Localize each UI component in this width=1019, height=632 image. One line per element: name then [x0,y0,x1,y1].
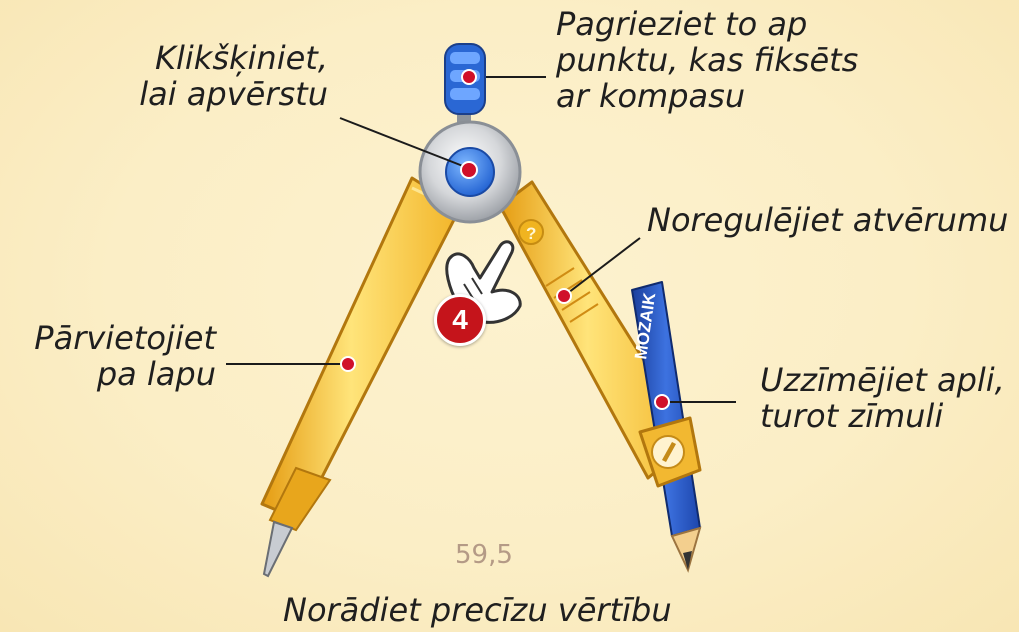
draw-hint-line-1: Uzzīmējiet apli, [760,362,1005,398]
move-hint: Pārvietojiet pa lapu [10,320,216,392]
precise-value-hint-text: Norādiet precīzu vērtību [283,592,672,628]
adjust-hint-text: Noregulējiet atvērumu [647,202,1008,238]
rotate-hint-line-3: ar kompasu [556,78,858,114]
flip-hint-line-2: lai apvērstu [120,76,328,112]
draw-hint-line-2: turot zīmuli [760,398,1005,434]
rotate-hint: Pagrieziet to ap punktu, kas fiksēts ar … [556,6,858,114]
step-badge: 4 [434,294,486,346]
flip-hint-line-1: Klikšķiniet, [120,40,328,76]
opening-value-readout[interactable]: 59,5 [455,540,513,570]
adjust-hint: Noregulējiet atvērumu [647,202,1008,238]
draw-hint: Uzzīmējiet apli, turot zīmuli [760,362,1005,434]
rotate-hint-line-2: punktu, kas fiksēts [556,42,858,78]
svg-text:?: ? [526,224,536,243]
move-hint-line-2: pa lapu [10,356,216,392]
question-mark-icon[interactable]: ? [519,220,543,244]
left-leg[interactable] [262,178,460,576]
flip-hint: Klikšķiniet, lai apvērstu [120,40,328,112]
rotate-handle[interactable] [445,44,485,134]
move-hint-line-1: Pārvietojiet [10,320,216,356]
rotate-hint-line-1: Pagrieziet to ap [556,6,858,42]
precise-value-hint: Norādiet precīzu vērtību [283,592,672,628]
